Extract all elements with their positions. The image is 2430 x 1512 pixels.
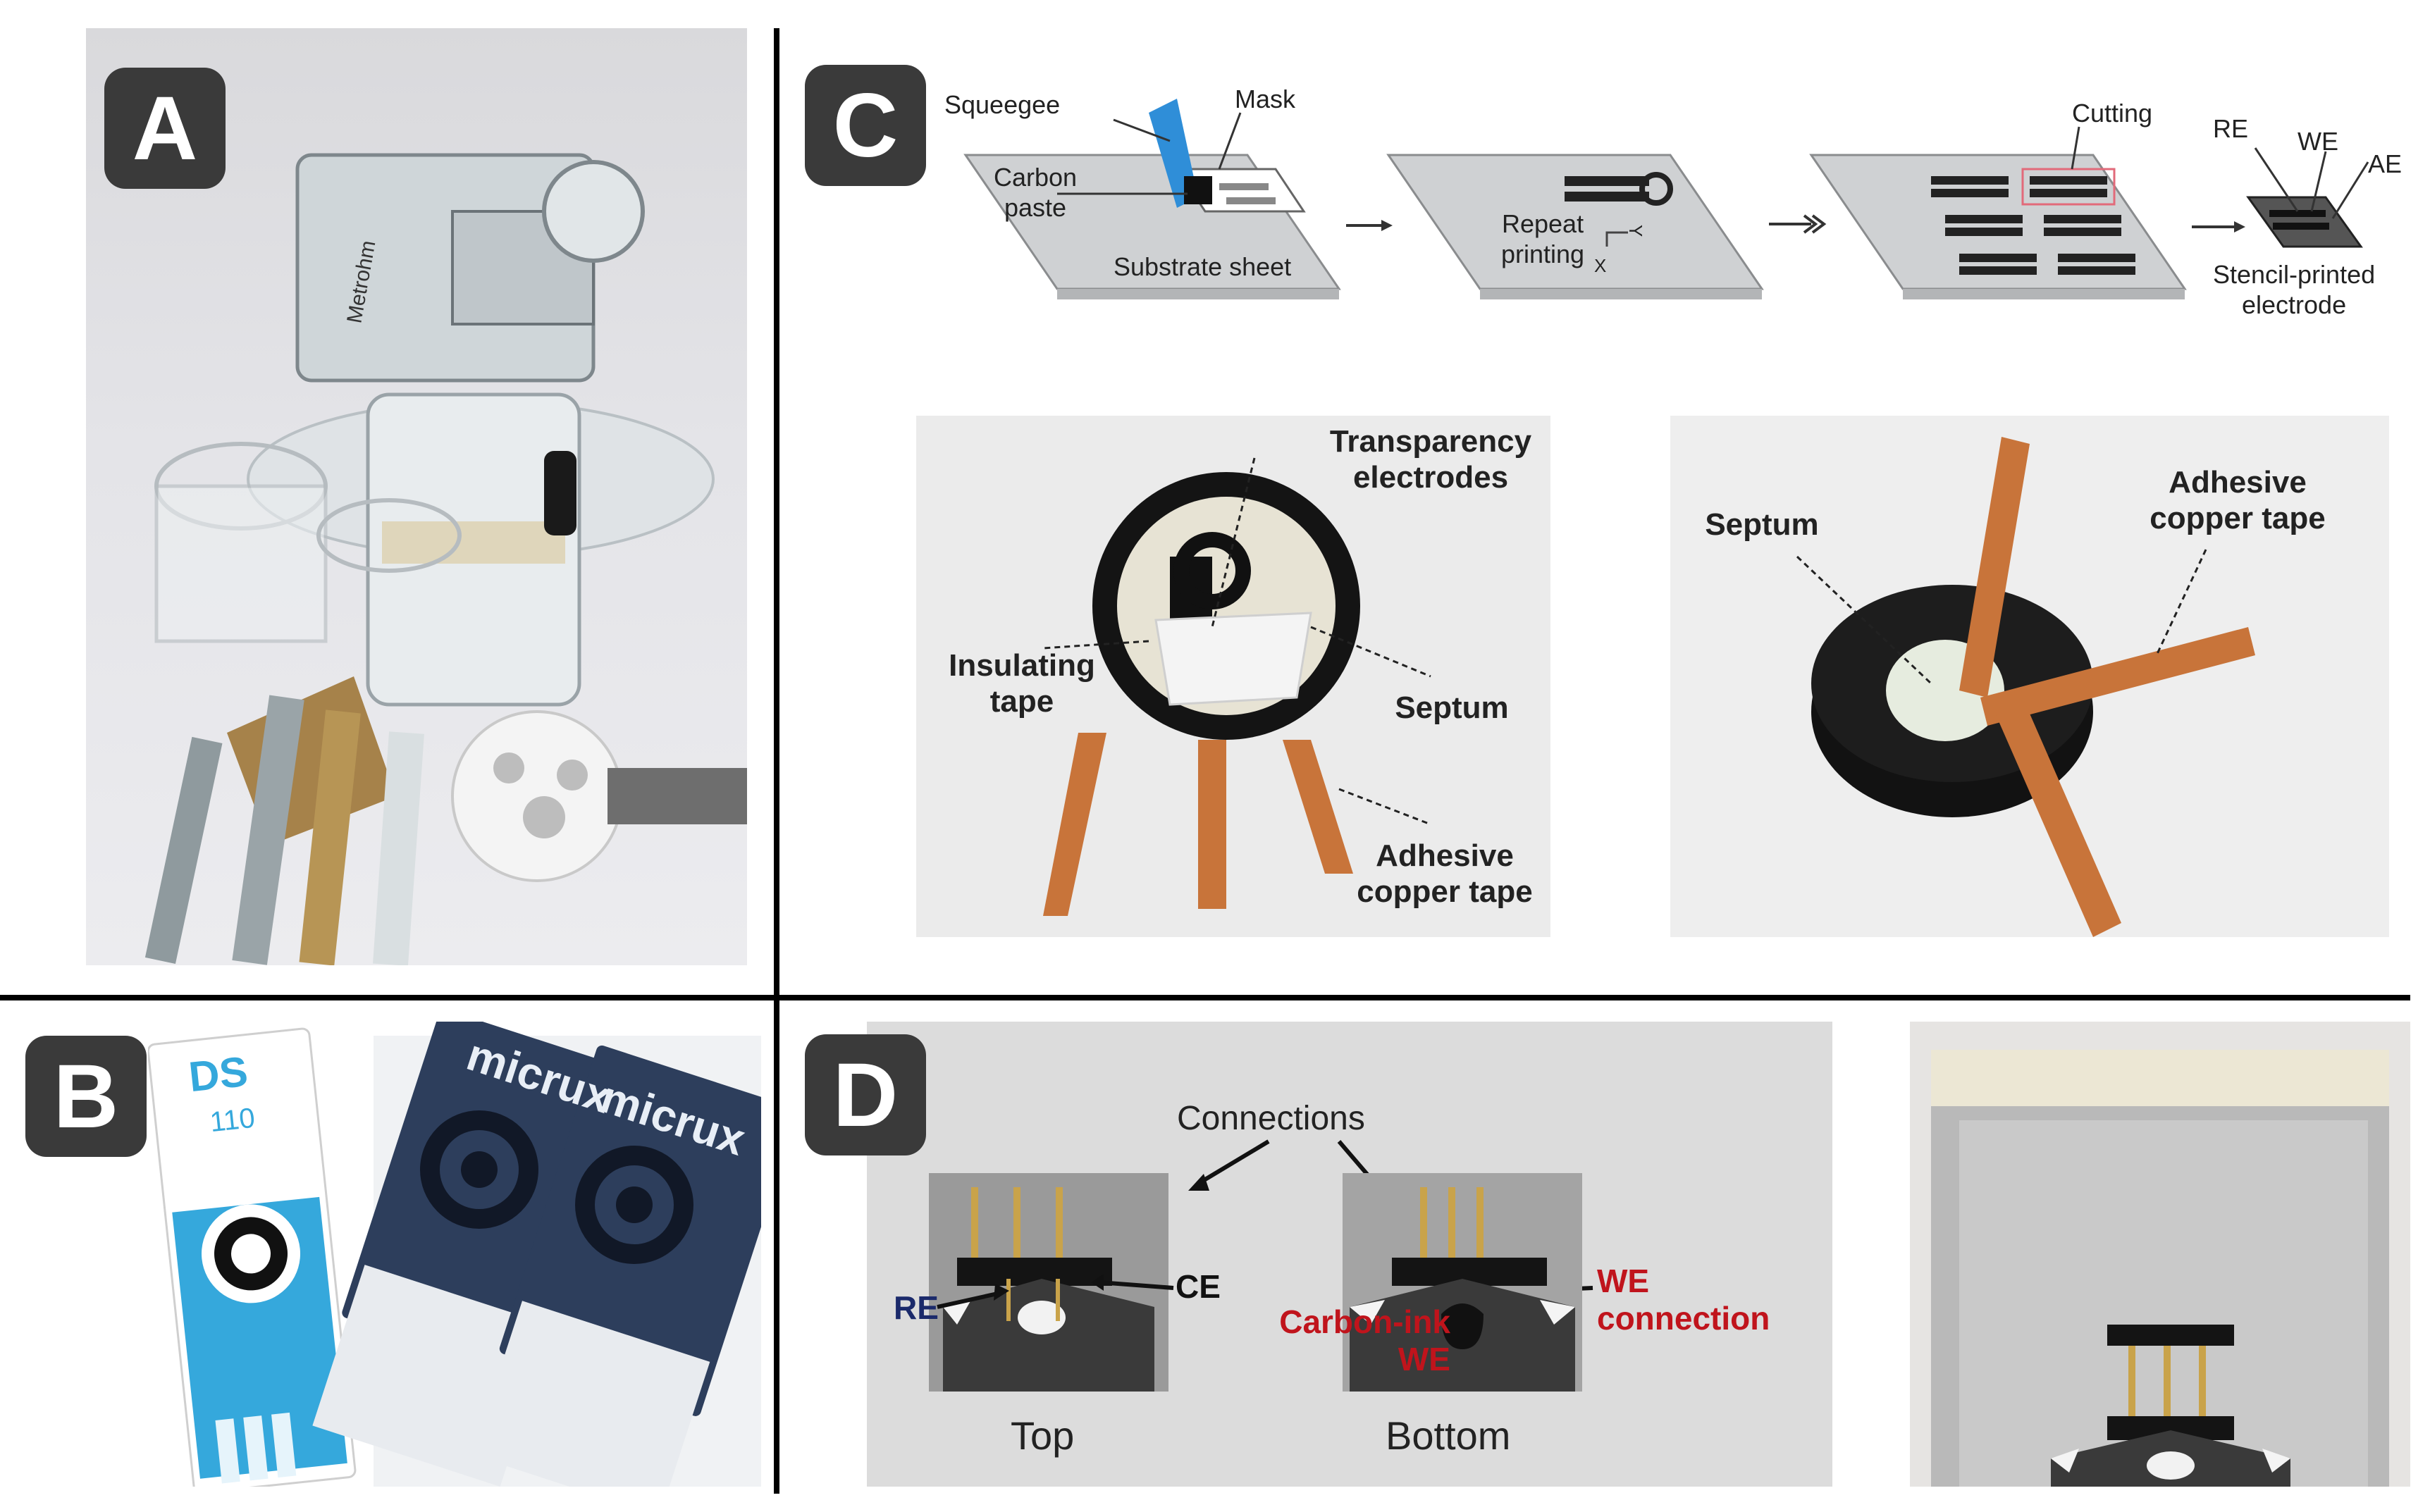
label-axis-x: X [1594,255,1607,276]
label-carbon-ink-we: Carbon-ink WE [1279,1303,1450,1377]
panel-a-photo: Metrohm [86,28,747,965]
label-squeegee: Squeegee [944,90,1061,119]
panel-c-photo-right: Septum Adhesive copper tape [1670,416,2389,937]
label-top: Top [1011,1413,1075,1458]
vertical-divider [774,28,779,1494]
panel-c-schematic: Squeegee Mask Carbon paste Substrate she… [944,70,2424,352]
label-bottom: Bottom [1386,1413,1511,1458]
label-septum-left: Septum [1395,690,1509,725]
panel-d-badge: D [805,1034,926,1155]
label-substrate-sheet: Substrate sheet [1114,252,1292,281]
ds-brand-label: DS [186,1047,250,1101]
ds-model-label: 110 [208,1102,257,1139]
label-re-d: RE [894,1289,939,1326]
label-insulating-tape: Insulating tape [949,648,1095,719]
label-carbon-paste: Carbon paste [994,163,1078,223]
label-we-connection: WE connection [1597,1263,1770,1337]
label-ce-d: CE [1176,1268,1221,1305]
label-adhesive-copper-tape-right: Adhesive copper tape [2150,465,2326,535]
panel-c-photo-left: Transparency electrodes Insulating tape … [916,416,1550,937]
label-transparency-electrodes: Transparency electrodes [1329,424,1532,495]
label-ae: AE [2368,149,2403,178]
label-re: RE [2213,114,2249,143]
panel-d-top-photo [929,1173,1168,1392]
panel-b-badge: B [25,1036,147,1157]
panel-d-right-photo [1910,1022,2410,1487]
label-septum-right: Septum [1705,507,1819,542]
label-adhesive-copper-tape-left: Adhesive copper tape [1357,838,1533,909]
label-mask: Mask [1235,85,1296,113]
label-connections: Connections [1177,1100,1365,1137]
label-we: WE [2298,127,2338,156]
horizontal-divider [0,995,2410,1000]
panel-b-photo: DS 110 micrux micrux [148,1022,761,1487]
label-stencil-printed-electrode: Stencil-printed electrode [2213,260,2376,320]
label-repeat-printing: Repeat printing [1501,209,1585,269]
label-cutting: Cutting [2072,99,2153,128]
panel-d-bottom-photo [1343,1173,1582,1392]
panel-a-badge: A [104,68,226,189]
label-axis-y: Y [1625,224,1647,237]
panel-c-badge: C [805,65,926,186]
